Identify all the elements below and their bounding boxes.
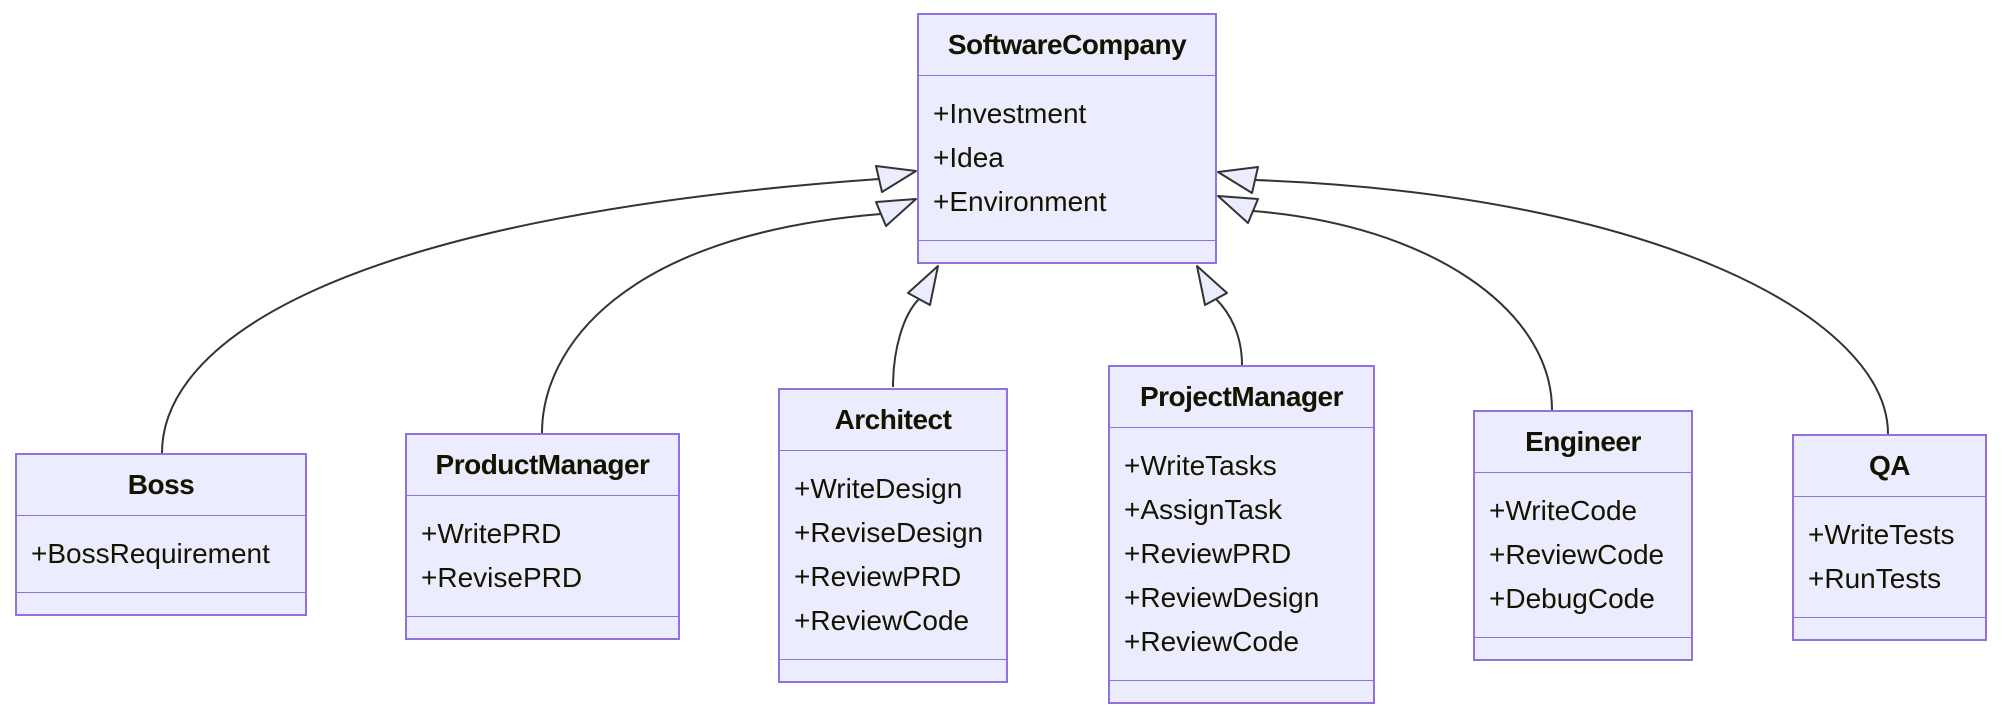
class-member: +ReviseDesign [794,517,984,548]
class-name: QA [1794,436,1985,497]
class-name: ProjectManager [1110,367,1373,428]
edge-engineer-to-softwarecompany [1217,195,1553,411]
inheritance-arrowhead-icon [907,265,939,306]
class-methods-empty [919,241,1215,262]
class-member: +ReviewPRD [1124,538,1292,569]
class-box-projectmanager: ProjectManager +WriteTasks +AssignTask +Re… [1108,365,1375,704]
class-name: Engineer [1475,412,1691,473]
class-members: +WritePRD +RevisePRD [407,496,678,617]
class-member: +ReviewCode [1124,626,1300,657]
class-member: +WriteTasks [1124,450,1277,481]
class-member: +RevisePRD [421,562,583,593]
class-member: +WriteCode [1489,495,1638,526]
edge-qa-to-softwarecompany [1217,166,1889,435]
class-box-boss: Boss +BossRequirement [15,453,307,616]
class-members: +WriteTasks +AssignTask +ReviewPRD +ReviewD… [1110,428,1373,681]
class-member: +WriteDesign [794,473,963,504]
class-member: +WritePRD [421,518,562,549]
class-methods-empty [17,593,305,614]
class-member: +ReviewDesign [1124,582,1320,613]
class-box-qa: QA +WriteTests +RunTests [1792,434,1987,641]
class-name: SoftwareCompany [919,15,1215,76]
class-member: +ReviewCode [1489,539,1665,570]
class-member: +ReviewPRD [794,561,962,592]
class-methods-empty [407,617,678,638]
class-name: Architect [780,390,1006,451]
class-box-engineer: Engineer +WriteCode +ReviewCode +DebugCode [1473,410,1693,661]
inheritance-arrowhead-icon [875,198,917,227]
class-box-productmanager: ProductManager +WritePRD +RevisePRD [405,433,680,640]
class-member: +WriteTests [1808,519,1955,550]
edge-boss-to-softwarecompany [161,165,917,454]
class-methods-empty [1475,638,1691,659]
class-members: +BossRequirement [17,516,305,593]
inheritance-arrowhead-icon [1217,166,1259,194]
class-member: +AssignTask [1124,494,1282,525]
edge-architect-to-softwarecompany [892,265,939,388]
class-member: +DebugCode [1489,583,1655,614]
class-member: +Environment [933,186,1107,217]
class-methods-empty [1110,681,1373,702]
class-methods-empty [780,660,1006,681]
edge-projectmanager-to-softwarecompany [1196,265,1243,366]
inheritance-arrowhead-icon [1196,265,1228,306]
class-member: +Idea [933,142,1004,173]
class-box-softwarecompany: SoftwareCompany +Investment +Idea +Environ… [917,13,1217,264]
class-name: Boss [17,455,305,516]
class-member: +BossRequirement [31,538,270,569]
inheritance-arrowhead-icon [875,165,917,193]
inheritance-arrowhead-icon [1217,195,1259,224]
class-members: +Investment +Idea +Environment [919,76,1215,241]
class-name: ProductManager [407,435,678,496]
class-members: +WriteTests +RunTests [1794,497,1985,618]
class-members: +WriteDesign +ReviseDesign +ReviewPRD +Revi… [780,451,1006,660]
class-methods-empty [1794,618,1985,639]
class-members: +WriteCode +ReviewCode +DebugCode [1475,473,1691,638]
edge-productmanager-to-softwarecompany [541,198,917,434]
class-member: +RunTests [1808,563,1942,594]
class-box-architect: Architect +WriteDesign +ReviseDesign +Revi… [778,388,1008,683]
class-member: +ReviewCode [794,605,970,636]
class-member: +Investment [933,98,1087,129]
